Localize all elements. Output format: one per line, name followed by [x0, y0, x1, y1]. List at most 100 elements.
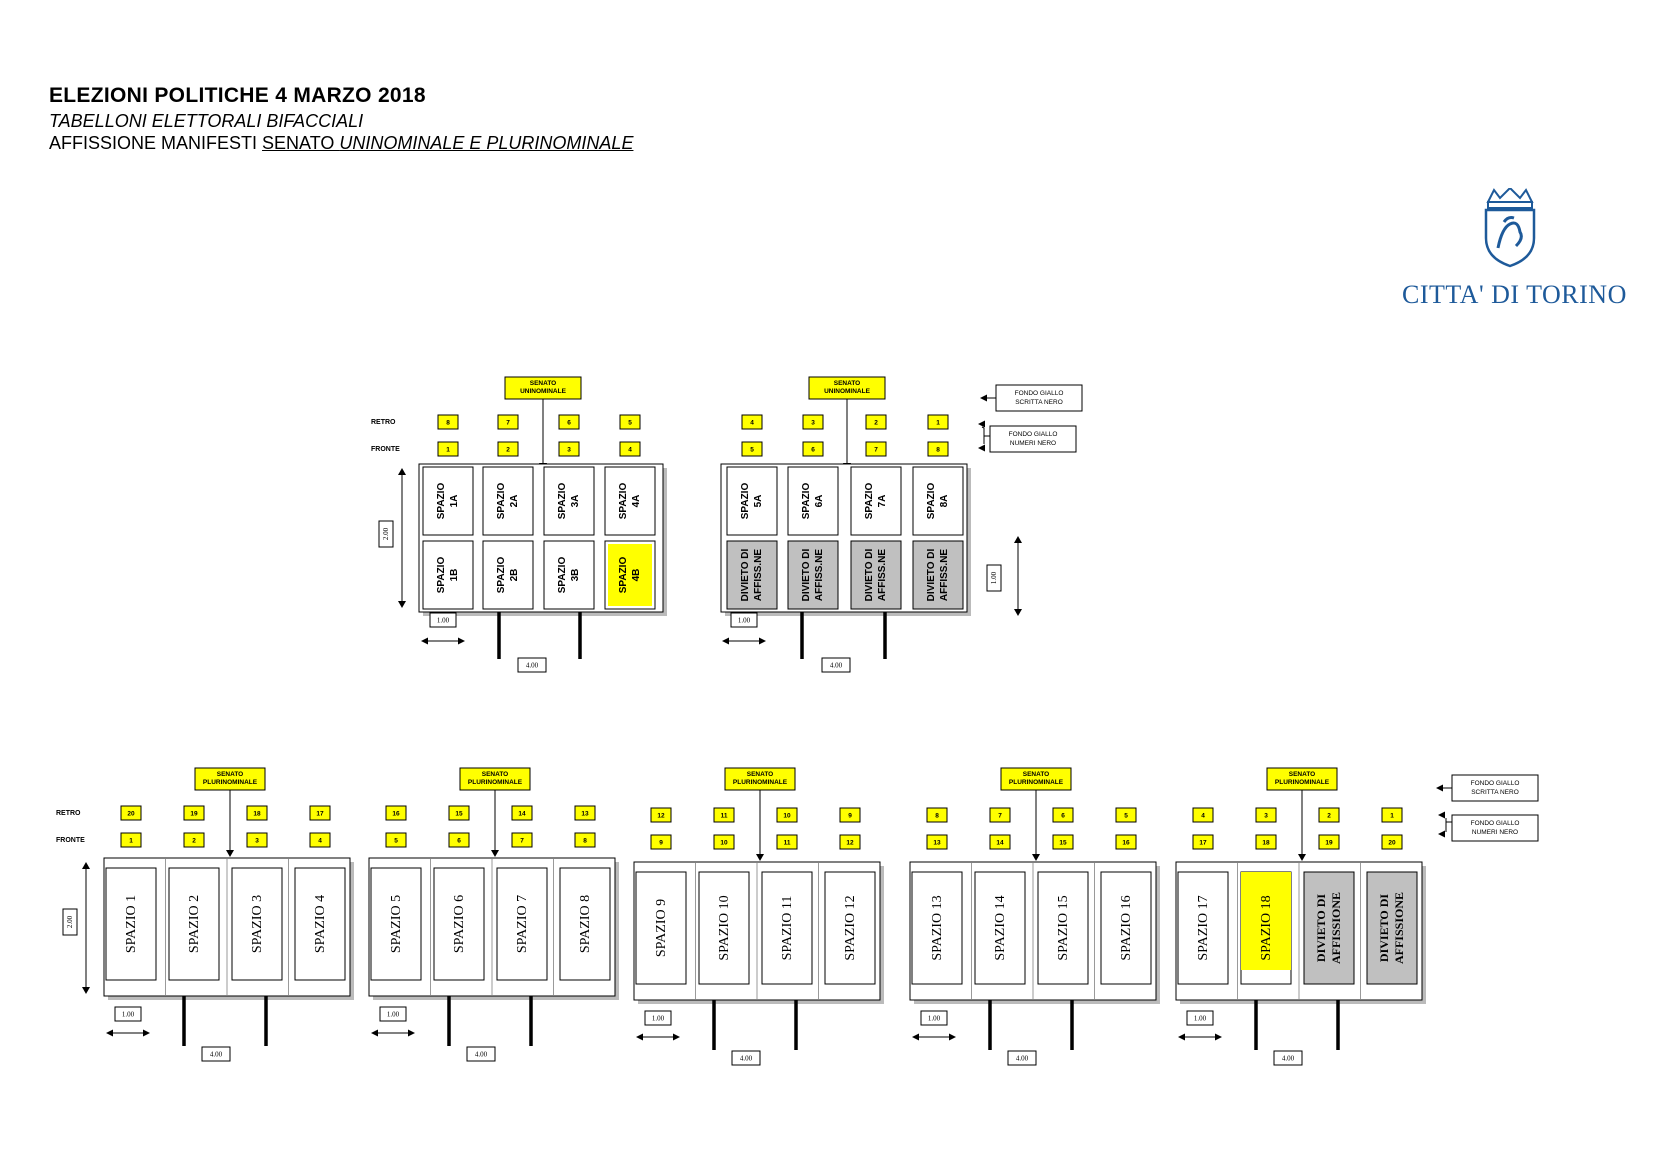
uni-board-1-fronte-2-box — [497, 441, 519, 457]
pluri-board-3-dim-unit-arrow-r — [673, 1033, 680, 1041]
uni-board-1-senato-tag-l1: SENATO — [530, 380, 557, 387]
uni-board-2-retro-2-box — [802, 414, 824, 430]
pluri-board-2-panel-text-2: SPAZIO 6 — [452, 895, 467, 953]
pluri-board-1-dim-unit-arrow-l — [106, 1029, 113, 1037]
uni-board-1-retro-2: 7 — [506, 420, 510, 427]
pluri-board-4-fronte-3: 15 — [1059, 840, 1067, 847]
pluri-board-5-senato-arrow-head — [1298, 854, 1306, 861]
uni-board-2-panel-text-b4-1: DIVIETO DI — [926, 548, 937, 601]
pluri-board-2-panel-4 — [559, 867, 611, 981]
uni-board-2-retro-2: 3 — [811, 420, 815, 427]
pluri-board-5-panel-yellow-2 — [1241, 872, 1291, 970]
pluri-board-2-dim-width: 4.00 — [475, 1051, 488, 1059]
pluri-board-1-senato-tag-l2: PLURINOMINALE — [203, 779, 258, 786]
uni-board-2-panel-b2 — [787, 540, 839, 610]
pluri-board-1-panel-2 — [168, 867, 220, 981]
uni-board-1-fronte-2: 2 — [506, 447, 510, 454]
pluri-board-5-dim-unit: 1.00 — [1194, 1015, 1207, 1023]
pluri-board-1-fronte-4-box — [309, 832, 331, 848]
pluri-board-2-panel-1 — [370, 867, 422, 981]
pluri-board-5-fronte-1-box — [1192, 834, 1214, 850]
uni-board-1-retro-4: 5 — [628, 420, 632, 427]
uni-board-2-dim-width: 4.00 — [830, 662, 843, 670]
uni-board-1-retro-3: 6 — [567, 420, 571, 427]
pluri-board-1-retro-1: 20 — [127, 811, 135, 818]
pluri-board-2-dim-unit-arrow-r — [408, 1029, 415, 1037]
uni-board-1-panel-text-b4-2: 4B — [631, 569, 642, 582]
pluri-board-4-fronte-4-box — [1115, 834, 1137, 850]
uni-legend-numeri-arrow-1 — [978, 420, 985, 428]
uni-board-2-panel-text-a3-2: 7A — [877, 495, 888, 508]
uni-board-2-dim-height-arrow-t — [1014, 536, 1022, 543]
uni-board-1-panel-text-a2-2: 2A — [509, 495, 520, 508]
pluri-board-5-retro-3-box — [1318, 807, 1340, 823]
uni-board-2-panel-a1 — [726, 466, 778, 536]
pluri-board-5-panel-1 — [1177, 871, 1229, 985]
pluri-board-2-panel-text-4: SPAZIO 8 — [578, 895, 593, 953]
pluri-board-3-panel-4 — [824, 871, 876, 985]
pluri-board-4-fronte-1-box — [926, 834, 948, 850]
pluri-board-2-dim-unit-arrow-l — [371, 1029, 378, 1037]
uni-board-2-panel-text-b2-2: AFFISS.NE — [814, 549, 825, 602]
pluri-board-5-retro-1: 4 — [1201, 813, 1205, 820]
pluri-board-1-senato-arrow-head — [226, 850, 234, 857]
pluri-retro-label: RETRO — [56, 810, 81, 817]
page-title: ELEZIONI POLITICHE 4 MARZO 2018 — [49, 84, 426, 107]
pluri-board-1-fronte-1: 1 — [129, 838, 133, 845]
pluri-board-4-panel-2 — [974, 871, 1026, 985]
pluri-legend-numeri-box — [1451, 814, 1539, 842]
uni-board-1-dim-unit: 1.00 — [437, 617, 450, 625]
pluri-board-1-retro-2-box — [183, 805, 205, 821]
pluri-board-4-dim-unit-arrow-r — [949, 1033, 956, 1041]
uni-board-1-panel-a1 — [422, 466, 474, 536]
pluri-legend-numeri-arrow-2 — [1438, 830, 1445, 838]
pluri-board-1-panel-text-3: SPAZIO 3 — [250, 895, 265, 953]
pluri-board-5-fronte-3-box — [1318, 834, 1340, 850]
pluri-board-5-panel-text-1: SPAZIO 17 — [1196, 895, 1211, 960]
uni-board-2-panel-text-b4-2: AFFISS.NE — [939, 549, 950, 602]
uni-board-2-fronte-2: 6 — [811, 447, 815, 454]
uni-board-2-panel-text-a2-1: SPAZIO — [801, 483, 812, 520]
uni-legend-numeri-line1: FONDO GIALLO — [1009, 431, 1058, 438]
pluri-board-3-retro-1: 12 — [657, 813, 665, 820]
uni-board-2-dim-height-arrow-b — [1014, 609, 1022, 616]
uni-board-2-retro-3-box — [865, 414, 887, 430]
pluri-board-5-panel-text-3-1: DIVIETO DI — [1314, 894, 1328, 962]
pluri-board-4-dim-unit: 1.00 — [928, 1015, 941, 1023]
pluri-board-1-senato-tag-l1: SENATO — [217, 771, 244, 778]
uni-board-2-fronte-4-box — [927, 441, 949, 457]
pluri-dim-height-arrow-t — [82, 862, 90, 869]
pluri-board-2-dim-width-box — [466, 1046, 496, 1062]
pluri-board-3-fronte-3-box — [776, 834, 798, 850]
pluri-board-5-dim-width-box — [1273, 1050, 1303, 1066]
pluri-board-2-panel-2 — [433, 867, 485, 981]
pluri-board-5-panel-4 — [1366, 871, 1418, 985]
uni-board-2-panel-text-b2-1: DIVIETO DI — [801, 548, 812, 601]
uni-legend-numeri-l1 — [981, 426, 985, 429]
pluri-board-1-fronte-1-box — [120, 832, 142, 848]
pluri-board-2-retro-3-box — [511, 805, 533, 821]
pluri-board-4-retro-1-box — [926, 807, 948, 823]
uni-board-2-fronte-3: 7 — [874, 447, 878, 454]
uni-legend-scritta-arrow — [980, 394, 987, 402]
uni-legend-numeri-line2: NUMERI NERO — [1010, 440, 1056, 447]
uni-board-1-panel-text-a1-1: SPAZIO — [436, 483, 447, 520]
pluri-board-4-panel-text-1: SPAZIO 13 — [930, 895, 945, 960]
uni-board-2-retro-4: 1 — [936, 420, 940, 427]
subtitle-prefix: AFFISSIONE MANIFESTI — [49, 133, 263, 153]
uni-board-2-dim-unit-arrow-r — [759, 637, 766, 645]
uni-board-1-dim-height-arrow-b — [398, 601, 406, 608]
uni-legend-numeri-box — [989, 425, 1077, 453]
uni-board-1-retro-3-box — [558, 414, 580, 430]
pluri-board-2-fronte-1-box — [385, 832, 407, 848]
uni-board-2-fronte-1-box — [741, 441, 763, 457]
pluri-board-3-dim-unit-box — [644, 1010, 672, 1026]
pluri-board-3-retro-1-box — [650, 807, 672, 823]
pluri-board-5-panel-text-4-1: DIVIETO DI — [1377, 894, 1391, 962]
subtitle-rest: UNINOMINALE E PLURINOMINALE — [339, 133, 634, 153]
pluri-dim-height-box — [62, 908, 78, 936]
uni-board-1-panel-text-b2-2: 2B — [509, 569, 520, 582]
uni-board-1-retro-2-box — [497, 414, 519, 430]
uni-board-2-panel-text-a1-2: 5A — [753, 495, 764, 508]
